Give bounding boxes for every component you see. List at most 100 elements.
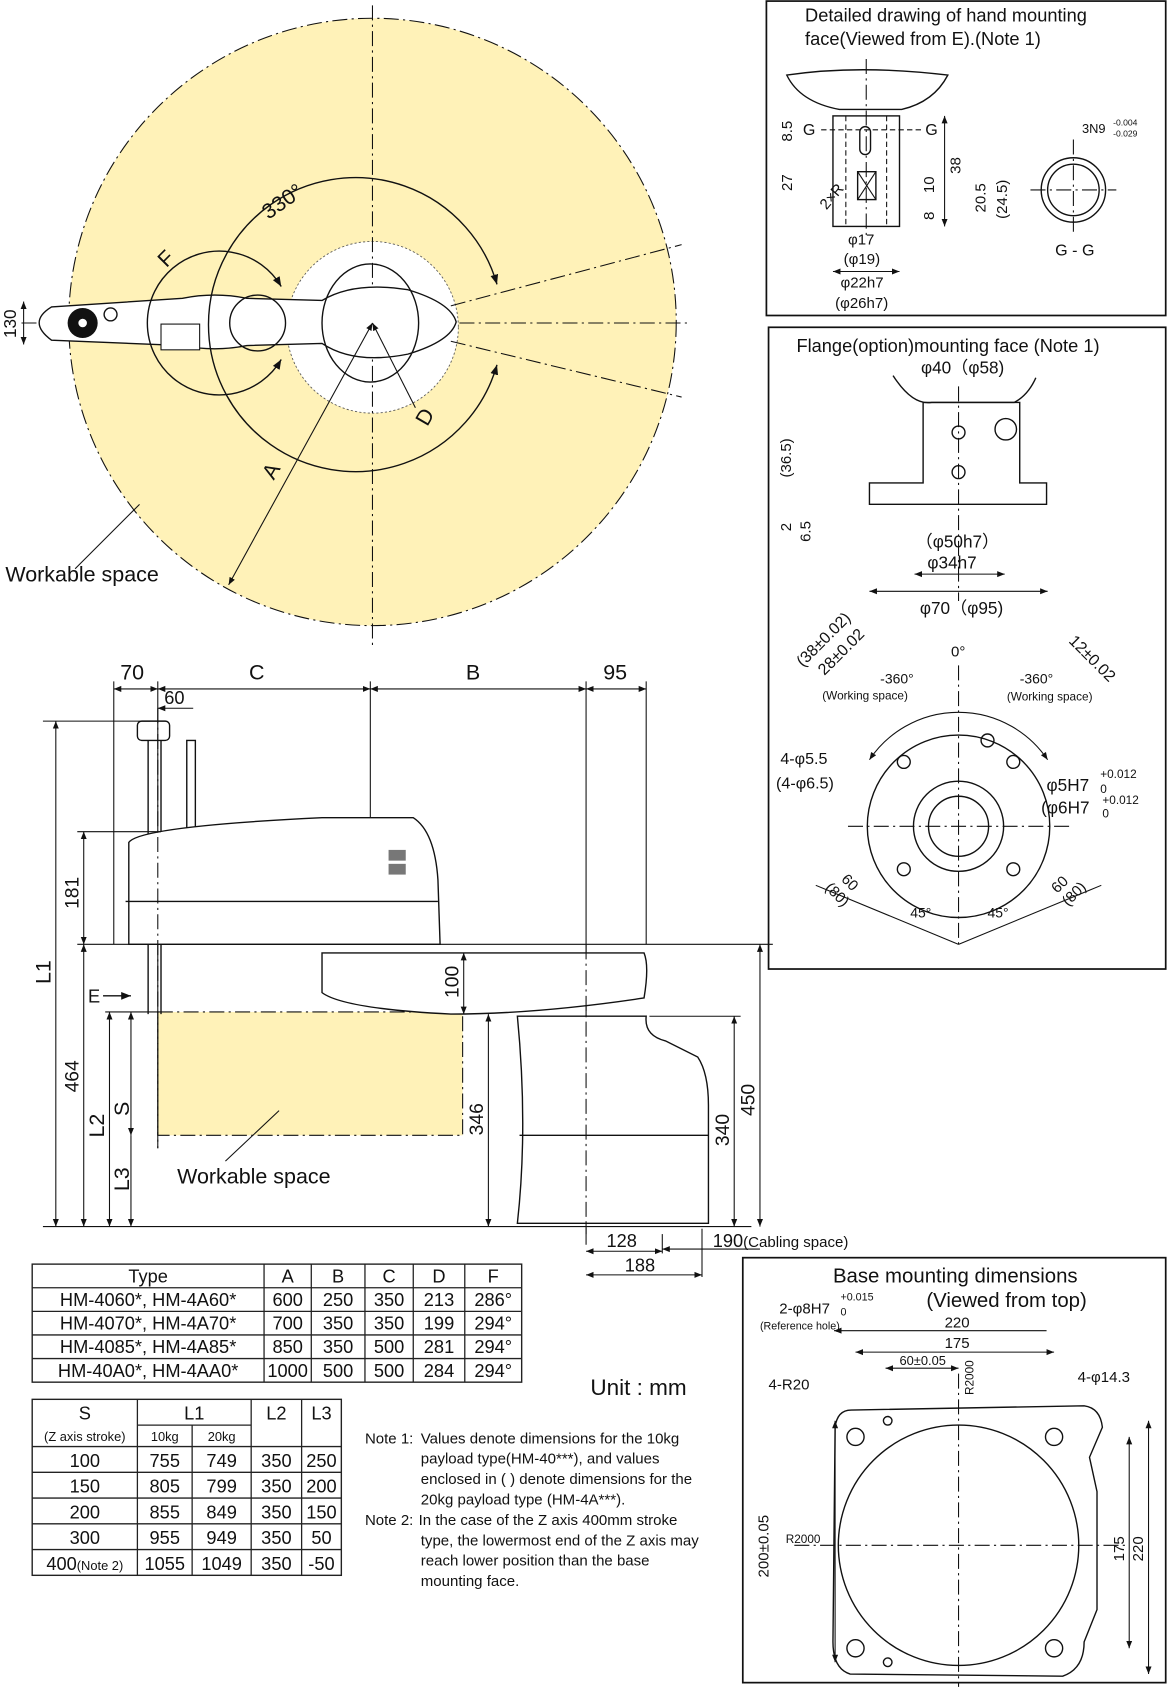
- stroke-table-cell: 350: [261, 1553, 291, 1574]
- stroke-table-cell: 200: [306, 1476, 336, 1497]
- dim-B: B: [466, 660, 480, 684]
- flange-360-right: -360°: [1020, 671, 1053, 687]
- stroke-table-cell: 150: [70, 1476, 100, 1497]
- flange-dim-36-5: (36.5): [778, 438, 795, 477]
- stroke-table-cell: 350: [261, 1527, 291, 1548]
- dim-190: 190(Cabling space): [713, 1230, 849, 1251]
- note2-line-2: type, the lowermost end of the Z axis ma…: [421, 1532, 699, 1549]
- note2-label: Note 2:: [365, 1512, 413, 1529]
- stroke-table-cell: 350: [261, 1501, 291, 1522]
- arc-330-deg: [207, 176, 499, 473]
- stroke-header-L1: L1: [184, 1403, 204, 1424]
- dim-D-line: [371, 322, 416, 409]
- type-table-cell: 500: [323, 1360, 353, 1381]
- hand-detail-title-2: face(Viewed from E).(Note 1): [805, 28, 1041, 49]
- type-table-cell: HM-4060*, HM-4A60*: [60, 1289, 236, 1310]
- base-corner-r20: 4-R20: [769, 1377, 810, 1394]
- flange-pin-tol-lower: 0: [1100, 782, 1107, 796]
- stroke-header-S-sub: (Z axis stroke): [44, 1429, 125, 1444]
- type-table-cell: 1000: [267, 1360, 308, 1381]
- stroke-table-cell: 1049: [201, 1553, 242, 1574]
- type-table-cell: 250: [323, 1289, 353, 1310]
- hand-dim-2xR: 2×R: [817, 180, 848, 212]
- hand-section-GG: G - G: [1055, 241, 1094, 259]
- note1-label: Note 1:: [365, 1430, 413, 1447]
- flange-dim-6-5: 6.5: [797, 521, 814, 542]
- type-table-cell: 850: [272, 1336, 302, 1357]
- stroke-table-cell: 749: [206, 1450, 236, 1471]
- dim-128: 128: [606, 1230, 636, 1251]
- hand-key-tol-upper: -0.004: [1113, 118, 1138, 128]
- type-table-header: B: [332, 1265, 344, 1286]
- note2-line-3: reach lower position than the base: [421, 1553, 650, 1570]
- flange-holes-alt: (4-φ6.5): [776, 775, 834, 793]
- hand-dim-phi19: (φ19): [844, 251, 880, 268]
- base-title-1: Base mounting dimensions: [833, 1265, 1078, 1287]
- top-view: 130 330° F A D Workable space: [0, 5, 687, 650]
- stroke-table-cell: 955: [150, 1527, 180, 1548]
- type-table-frame: [31, 1263, 523, 1383]
- note1-line-3: enclosed in ( ) denote dimensions for th…: [421, 1471, 692, 1488]
- hand-key-tol-lower: -0.029: [1113, 128, 1138, 138]
- stroke-table-cell: 949: [206, 1527, 236, 1548]
- type-table-header: F: [488, 1265, 499, 1286]
- stroke-table-cell: 855: [150, 1501, 180, 1522]
- type-table-cell: 350: [374, 1289, 404, 1310]
- stroke-table-cell: 200: [70, 1501, 100, 1522]
- flange-title: Flange(option)mounting face (Note 1): [796, 335, 1099, 356]
- hand-detail-title-1: Detailed drawing of hand mounting: [805, 4, 1087, 25]
- base-ref-hole-sub: (Reference hole): [760, 1321, 840, 1333]
- flange-pin-alt-tol-upper: +0.012: [1102, 793, 1138, 807]
- base-dim-175-top: 175: [945, 1335, 970, 1352]
- hand-dim-20-5: 20.5: [972, 183, 989, 212]
- flange-holes: 4-φ5.5: [780, 750, 827, 768]
- hand-key-3N9: 3N9: [1082, 121, 1106, 136]
- type-table-cell: 350: [374, 1313, 404, 1334]
- base-dim-220-right: 220: [1130, 1536, 1147, 1561]
- dim-188: 188: [625, 1255, 655, 1276]
- dim-100: 100: [442, 966, 463, 998]
- stroke-table-cell: 250: [306, 1450, 336, 1471]
- robot-arm2-side: [321, 952, 648, 1015]
- flange-pin-tol-upper: +0.012: [1100, 767, 1136, 781]
- type-table-header: D: [432, 1265, 445, 1286]
- stroke-table-cell: -50: [308, 1553, 334, 1574]
- stroke-table-cell: 100: [70, 1450, 100, 1471]
- note1-line-4: 20kg payload type (HM-4A***).: [421, 1492, 626, 1509]
- stroke-table-cell: 1055: [144, 1553, 185, 1574]
- flange-dim-phi34h7: φ34h7: [927, 553, 976, 573]
- stroke-table-cell: 805: [150, 1476, 180, 1497]
- flange-pin-alt: (φ6H7: [1041, 797, 1089, 817]
- note2-line-4: mounting face.: [421, 1573, 520, 1590]
- dim-464: 464: [62, 1060, 83, 1092]
- type-table-cell: 213: [424, 1289, 454, 1310]
- flange-dim-phi40: φ40（φ58): [921, 357, 1004, 377]
- type-table-cell: 284: [424, 1360, 454, 1381]
- base-ref-hole: 2-φ8H7: [779, 1300, 830, 1317]
- dim-L1: L1: [31, 960, 55, 984]
- flange-working-right: (Working space): [1007, 690, 1093, 704]
- stroke-table-cell: 150: [306, 1501, 336, 1522]
- flange-dim-phi50h7: （φ50h7）: [916, 531, 1000, 551]
- workable-area-side: [157, 1011, 464, 1136]
- flange-dim-12: 12±0.02: [1065, 632, 1119, 686]
- note2-line-1: In the case of the Z axis 400mm stroke: [419, 1512, 678, 1529]
- base-mounting-dimensions: Base mounting dimensions (Viewed from to…: [741, 1256, 1167, 1687]
- type-table-cell: 600: [272, 1289, 302, 1310]
- flange-mounting-face: Flange(option)mounting face (Note 1) φ40…: [767, 326, 1167, 970]
- base-r2000-top: R2000: [963, 1360, 977, 1395]
- hand-dim-phi17: φ17: [848, 232, 874, 249]
- base-ref-tol-upper: +0.015: [840, 1292, 873, 1304]
- stroke-header-20kg: 20kg: [208, 1429, 236, 1444]
- dim-340: 340: [713, 1114, 734, 1146]
- stroke-table-cell: 50: [311, 1527, 331, 1548]
- stroke-header-L3: L3: [311, 1403, 331, 1424]
- stroke-table-frame: [31, 1398, 343, 1577]
- note1-line-1: Values denote dimensions for the 10kg: [421, 1430, 680, 1447]
- flange-angle-45-right: 45°: [988, 905, 1009, 921]
- label-E: E: [88, 985, 100, 1006]
- dim-L3: L3: [110, 1167, 134, 1191]
- type-table-cell: 350: [323, 1313, 353, 1334]
